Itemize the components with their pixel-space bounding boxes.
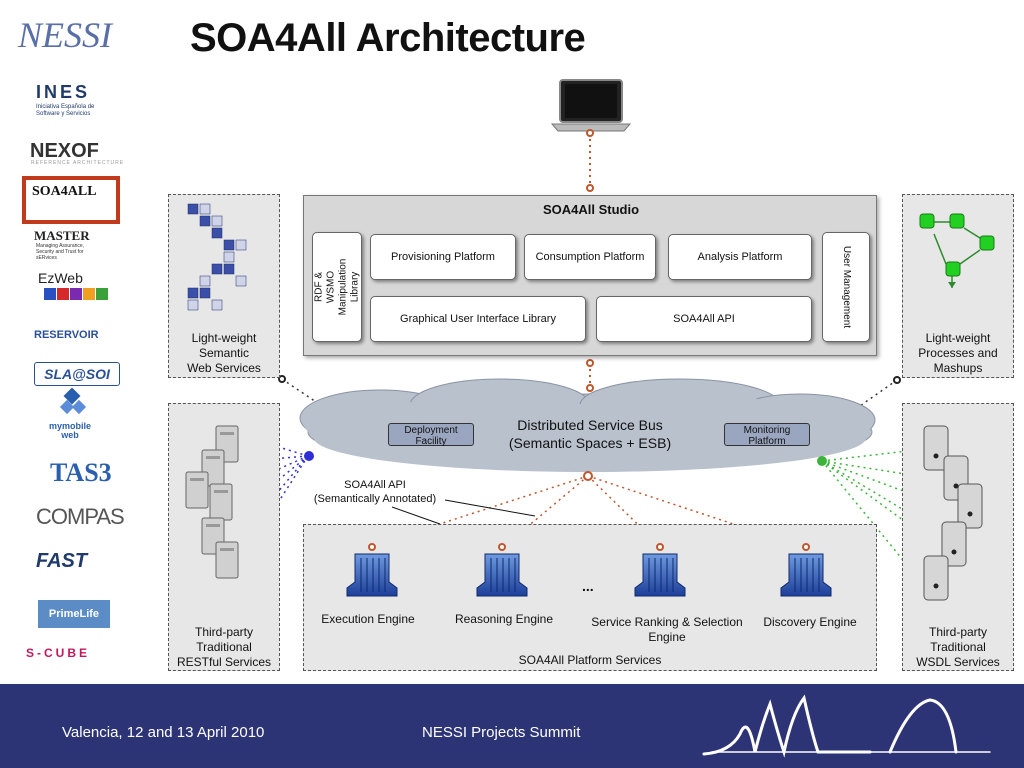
footer-location: Valencia, 12 and 13 April 2010	[62, 724, 265, 741]
mymobileweb-logo: mymobile web	[48, 421, 91, 440]
platform-services-label: SOA4All Platform Services	[518, 653, 662, 667]
master-logo-subtitle: Managing Assurance, Security and Trust f…	[36, 243, 85, 261]
studio-title: SOA4All Studio	[542, 202, 640, 217]
execution-engine-icon	[346, 543, 398, 597]
nessi-wave-emblem-icon	[702, 694, 991, 758]
wsdl-servers-icon	[923, 425, 983, 601]
sla-soi-logo: SLA@SOI	[34, 362, 120, 386]
compas-logo: COMPAS	[36, 504, 125, 529]
rdf-wsmo-library-label: RDF & WSMO Manipulation Library	[313, 258, 360, 316]
nessi-logo: NESSI	[18, 15, 112, 55]
service-bus-cloud	[299, 378, 876, 472]
ranking-engine-icon	[634, 543, 686, 597]
ines-logo-subtitle: Iniciativa Española de Software y Servic…	[36, 104, 95, 117]
user-management-label: User Management	[841, 245, 853, 329]
nexof-logo-subtitle: REFERENCE ARCHITECTURE	[31, 160, 125, 166]
master-logo: MASTER	[34, 228, 90, 243]
reservoir-logo: RESERVOIR	[34, 329, 99, 341]
footer-bar: Valencia, 12 and 13 April 2010 NESSI Pro…	[0, 684, 1024, 768]
tas3-logo: TAS3	[50, 458, 112, 487]
user-management-box: User Management	[822, 232, 870, 342]
ines-logo: INES	[36, 82, 91, 102]
more-engines-ellipsis: ...	[582, 578, 594, 594]
discovery-engine-icon	[780, 543, 832, 597]
soa4all-logo: SOA4ALL	[32, 184, 97, 199]
panel-lightweight-semantic-caption: Light-weight Semantic Web Services	[187, 331, 261, 375]
mymobileweb-emblem-icon	[59, 388, 87, 415]
gui-library-box: Graphical User Interface Library	[370, 296, 586, 342]
primelife-logo: PrimeLife	[38, 600, 110, 628]
panel-platform-services	[303, 524, 877, 671]
ezweb-logo: EzWeb	[38, 270, 83, 286]
service-bus-title: Distributed Service Bus	[517, 417, 663, 433]
diagram-connectors	[235, 79, 945, 577]
rest-servers-icon	[185, 425, 239, 579]
ezweb-color-blocks	[44, 287, 109, 305]
panel-wsdl-caption: Third-party Traditional WSDL Services	[916, 625, 1000, 669]
ranking-selection-engine-label: Service Ranking & Selection Engine	[591, 615, 743, 644]
soa4all-logo-frame	[22, 176, 120, 224]
scube-logo: S-CUBE	[26, 646, 91, 660]
panel-lightweight-semantic	[168, 194, 280, 378]
api-annotation: SOA4All API (Semantically Annotated)	[313, 479, 437, 505]
rdf-wsmo-library-box: RDF & WSMO Manipulation Library	[312, 232, 362, 342]
soa4all-api-box: SOA4All API	[596, 296, 812, 342]
page-title: SOA4All Architecture	[190, 16, 586, 60]
footer-event: NESSI Projects Summit	[422, 724, 581, 741]
reasoning-engine-label: Reasoning Engine	[454, 612, 554, 626]
process-mashup-icon	[919, 213, 995, 288]
provisioning-platform-box: Provisioning Platform	[370, 234, 516, 280]
nexof-logo: NEXOF	[30, 140, 99, 162]
reasoning-engine-icon	[476, 543, 528, 597]
service-bus-subtitle: (Semantic Spaces + ESB)	[508, 435, 672, 451]
analysis-platform-box: Analysis Platform	[668, 234, 812, 280]
consumption-platform-box: Consumption Platform	[524, 234, 656, 280]
soa4all-studio: SOA4All Studio RDF & WSMO Manipulation L…	[303, 195, 877, 356]
fast-logo: FAST	[36, 550, 88, 572]
panel-lightweight-processes-caption: Light-weight Processes and Mashups	[918, 331, 998, 375]
discovery-engine-label: Discovery Engine	[763, 615, 857, 629]
semantic-services-grid-icon	[187, 203, 247, 311]
monitoring-platform-box: Monitoring Platform	[724, 423, 810, 447]
execution-engine-label: Execution Engine	[321, 612, 415, 626]
engines-icons	[346, 543, 832, 597]
deployment-facility-box: Deployment Facility	[388, 423, 474, 447]
laptop-icon	[550, 79, 632, 132]
panel-restful-caption: Third-party Traditional RESTful Services	[176, 625, 272, 669]
